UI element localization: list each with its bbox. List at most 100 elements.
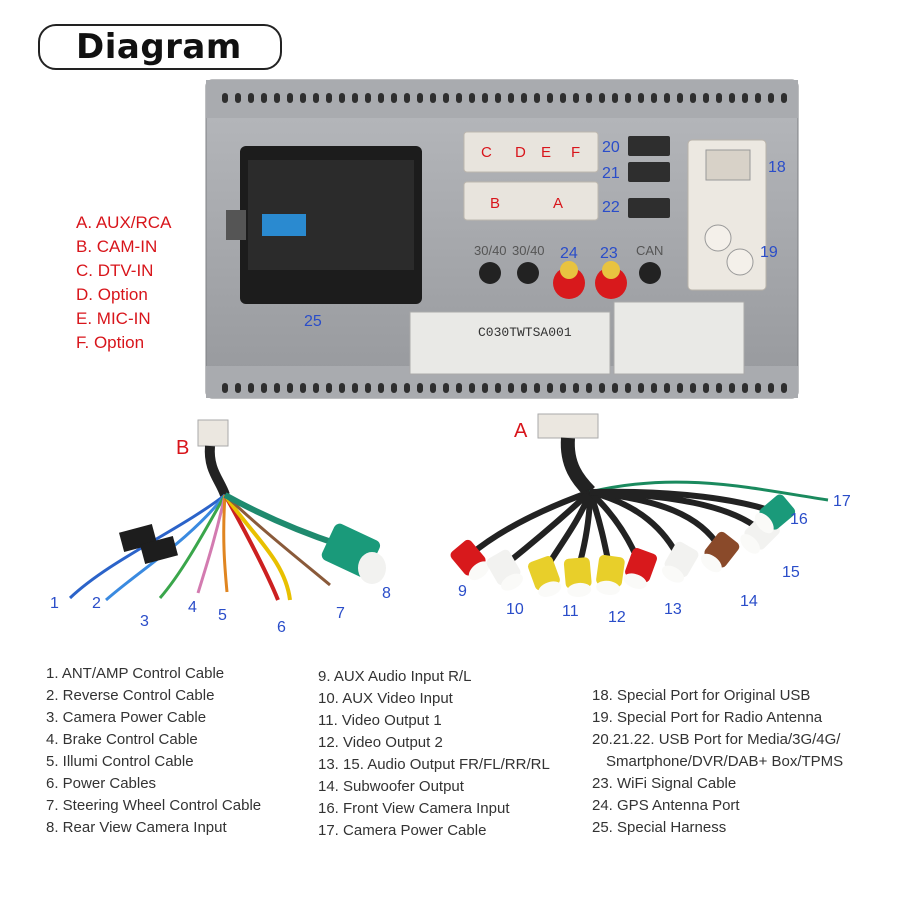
description-item: 24. GPS Antenna Port xyxy=(592,797,740,814)
vent-hole xyxy=(456,383,462,393)
vent-hole xyxy=(508,93,514,103)
vent-hole xyxy=(573,383,579,393)
connector-legend: A. AUX/RCA B. CAM-IN C. DTV-IN D. Option… xyxy=(76,211,171,355)
vent-hole xyxy=(235,93,241,103)
vent-hole xyxy=(404,93,410,103)
description-column-3: 18. Special Port for Original USB 19. Sp… xyxy=(592,685,843,839)
vent-hole xyxy=(755,93,761,103)
vent-hole xyxy=(404,383,410,393)
legend-item: A. AUX/RCA xyxy=(76,213,172,232)
vent-hole xyxy=(391,93,397,103)
vent-hole xyxy=(222,93,228,103)
cable-number: 17 xyxy=(833,493,851,510)
description-item: 23. WiFi Signal Cable xyxy=(592,775,737,792)
cable-number: 9 xyxy=(458,583,467,600)
vent-hole xyxy=(300,93,306,103)
description-item: 16. Front View Camera Input xyxy=(318,800,510,817)
description-item: 8. Rear View Camera Input xyxy=(46,819,227,836)
port-number: 19 xyxy=(760,244,778,261)
cable-number: 11 xyxy=(562,603,579,620)
rca-plug xyxy=(486,549,523,591)
vent-hole xyxy=(768,383,774,393)
vent-hole xyxy=(703,93,709,103)
vent-hole xyxy=(612,383,618,393)
vent-hole xyxy=(781,93,787,103)
vent-hole xyxy=(274,93,280,103)
vent-hole xyxy=(287,383,293,393)
description-item: 2. Reverse Control Cable xyxy=(46,687,215,704)
rca-plug xyxy=(662,541,699,583)
vent-hole xyxy=(417,383,423,393)
vent-hole xyxy=(729,93,735,103)
unit-numbers: 20 21 22 18 19 24 23 25 xyxy=(304,139,786,330)
vent-hole xyxy=(352,383,358,393)
cable-number: 6 xyxy=(277,619,286,636)
rca-plug xyxy=(528,556,562,597)
vent-hole xyxy=(781,383,787,393)
connector-letter: F xyxy=(571,144,580,161)
vent-hole xyxy=(677,93,683,103)
connector-letter: C xyxy=(481,144,492,161)
vent-hole xyxy=(378,93,384,103)
port-label: CAN xyxy=(636,243,663,258)
port-number: 21 xyxy=(602,165,620,182)
cable-number: 12 xyxy=(608,609,626,626)
port-labels: 30/40 30/40 CAN xyxy=(474,243,663,258)
vent-hole xyxy=(638,383,644,393)
vent-hole xyxy=(248,383,254,393)
vent-hole xyxy=(716,383,722,393)
cable-number: 13 xyxy=(664,601,682,618)
port-number: 23 xyxy=(600,245,618,262)
head-unit-back xyxy=(205,79,799,399)
vent-hole xyxy=(469,383,475,393)
vent-hole xyxy=(391,383,397,393)
vent-hole xyxy=(612,93,618,103)
description-item: 1. ANT/AMP Control Cable xyxy=(46,665,225,682)
vent-hole xyxy=(300,383,306,393)
vent-holes xyxy=(222,93,787,393)
vent-hole xyxy=(365,93,371,103)
legend-item: B. CAM-IN xyxy=(76,237,158,256)
description-item: 7. Steering Wheel Control Cable xyxy=(46,797,262,814)
vent-hole xyxy=(378,383,384,393)
rca-plug xyxy=(700,531,740,573)
vent-hole xyxy=(352,93,358,103)
vent-hole xyxy=(469,93,475,103)
description-item: 20.21.22. USB Port for Media/3G/4G/ xyxy=(592,731,841,748)
port-number: 18 xyxy=(768,159,786,176)
cable-number: 1 xyxy=(50,595,59,612)
vent-hole xyxy=(547,93,553,103)
cable-number: 15 xyxy=(782,564,800,581)
cable-number: 14 xyxy=(740,593,758,610)
vent-hole xyxy=(638,93,644,103)
rca-plug xyxy=(754,494,796,534)
vent-hole xyxy=(625,93,631,103)
vent-hole xyxy=(482,383,488,393)
cable-number: 7 xyxy=(336,605,345,622)
description-column-2: 9. AUX Audio Input R/L 10. AUX Video Inp… xyxy=(318,666,550,842)
description-item: 11. Video Output 1 xyxy=(318,712,442,729)
rca-plugs xyxy=(450,494,796,597)
vent-hole xyxy=(417,93,423,103)
vent-hole xyxy=(534,383,540,393)
vent-hole xyxy=(755,383,761,393)
vent-hole xyxy=(274,383,280,393)
vent-hole xyxy=(573,93,579,103)
vent-hole xyxy=(456,93,462,103)
connector-letter: D xyxy=(515,144,526,161)
description-item: 19. Special Port for Radio Antenna xyxy=(592,709,823,726)
vent-hole xyxy=(313,383,319,393)
description-item: 4. Brake Control Cable xyxy=(46,731,198,748)
harness-b xyxy=(68,419,386,602)
legend-item: D. Option xyxy=(76,285,148,304)
vent-hole xyxy=(599,383,605,393)
legend-item: E. MIC-IN xyxy=(76,309,151,328)
vent-hole xyxy=(235,383,241,393)
vent-hole xyxy=(547,383,553,393)
vent-hole xyxy=(521,383,527,393)
connector-letter: B xyxy=(490,195,500,212)
rca-plug xyxy=(596,555,625,595)
connector-letters: C D E F B A xyxy=(481,144,580,212)
vent-hole xyxy=(261,383,267,393)
